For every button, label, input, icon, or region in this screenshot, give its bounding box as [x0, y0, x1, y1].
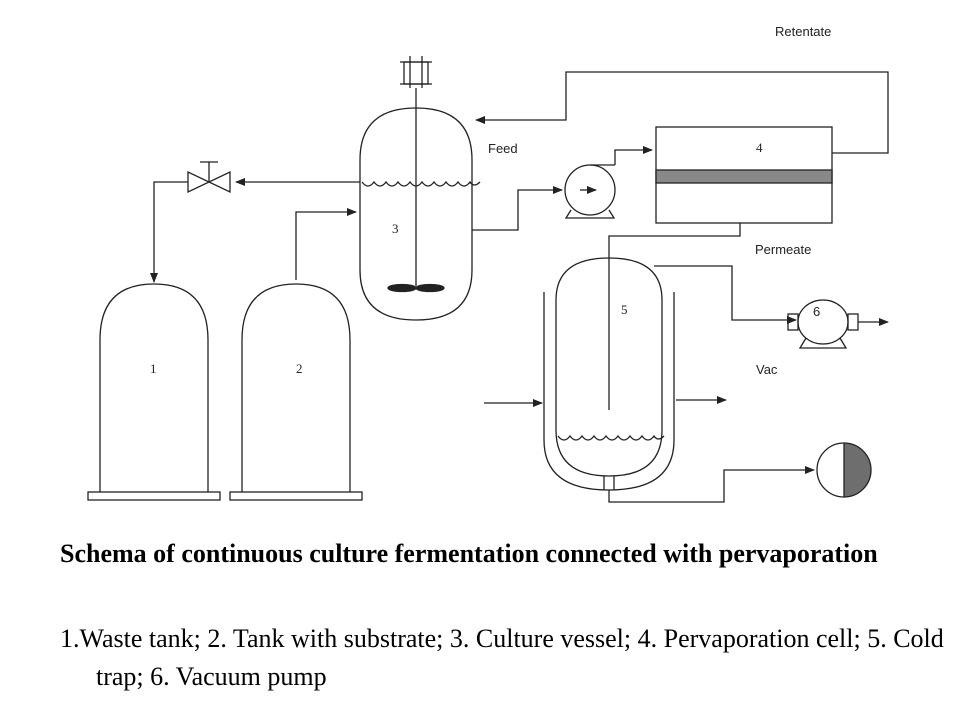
waste-tank: [87, 283, 221, 501]
culture-vessel: [359, 56, 481, 321]
vacuum-pump: [787, 299, 859, 349]
valve: [187, 161, 231, 194]
component-number-5: 5: [621, 302, 628, 317]
vacuum-gauge: [816, 442, 872, 498]
process-diagram: Retentate Feed Permeate Vac 1 2 3 4 5 6: [87, 24, 889, 503]
pervaporation-cell: [655, 126, 833, 224]
component-number-3: 3: [392, 221, 399, 236]
retentate-label: Retentate: [775, 24, 831, 39]
caption-legend: 1.Waste tank; 2. Tank with substrate; 3.…: [60, 624, 944, 691]
substrate-tank: [229, 283, 363, 501]
feed-label: Feed: [488, 141, 518, 156]
component-number-2: 2: [296, 361, 303, 376]
permeate-label: Permeate: [755, 242, 811, 257]
component-number-6: 6: [813, 304, 820, 319]
component-number-1: 1: [150, 361, 157, 376]
vac-label: Vac: [756, 362, 778, 377]
feed-pump: [564, 164, 616, 219]
component-number-4: 4: [756, 140, 763, 155]
caption-title: Schema of continuous culture fermentatio…: [60, 539, 878, 568]
